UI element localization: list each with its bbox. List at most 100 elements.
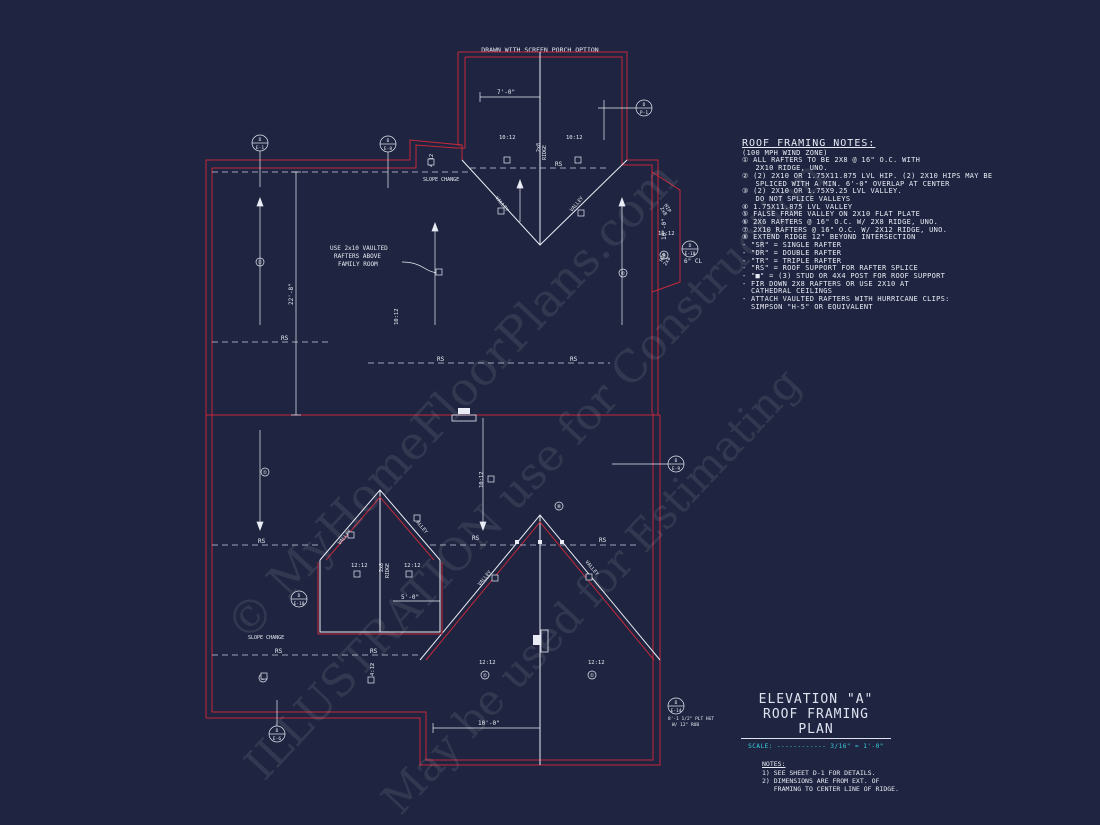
rs-labels: RS RS RS RS RS RS RS RS RS [258, 161, 607, 655]
svg-text:FAMILY ROOM: FAMILY ROOM [338, 261, 378, 268]
svg-text:10:12: 10:12 [394, 308, 400, 325]
svg-text:⑥: ⑥ [662, 253, 667, 259]
svg-text:RS: RS [275, 648, 283, 655]
roof-note-line-11: ⑧ EXTEND RIDGE 12" BEYOND INTERSECTION [742, 233, 916, 242]
svg-text:E-8: E-8 [384, 146, 392, 152]
svg-text:E-10: E-10 [294, 601, 305, 607]
roof-notes-title: ROOF FRAMING NOTES: [742, 138, 876, 149]
svg-text:①: ① [483, 673, 488, 679]
plan-title: ROOF FRAMING PLAN [741, 707, 891, 739]
rafter-arrows [256, 100, 626, 531]
roof-note-line-14: - "TR" = TRIPLE RAFTER [742, 256, 842, 265]
roof-note-line-19: - ATTACH VAULTED RAFTERS WITH HURRICANE … [742, 295, 950, 304]
general-note-line-1: 2) DIMENSIONS ARE FROM EXT. OF [762, 777, 880, 785]
roof-note-line-18: CATHEDRAL CEILINGS [742, 287, 833, 296]
roof-notes-list: (100 MPH WIND ZONE)① ALL RAFTERS TO BE 2… [742, 148, 1092, 312]
svg-text:HIP: HIP [659, 252, 669, 263]
support-blocks [451, 408, 564, 653]
roof-note-line-15: - "RS" = ROOF SUPPORT FOR RAFTER SPLICE [742, 264, 919, 273]
drawn-with-option-label: DRAWN WITH SCREEN PORCH OPTION [481, 46, 598, 54]
svg-text:6" CL: 6" CL [684, 258, 702, 265]
svg-text:RIDGE: RIDGE [385, 563, 391, 578]
svg-text:①: ① [258, 260, 263, 266]
vaulted-note: USE 2x10 VAULTED RAFTERS ABOVE FAMILY RO… [330, 245, 388, 268]
roof-note-line-17: - FIR DOWN 2x8 RAFTERS OR USE 2x10 AT [742, 279, 910, 288]
svg-text:SLOPE CHANGE: SLOPE CHANGE [423, 177, 459, 183]
roof-note-line-8: ⑤ FALSE FRAME VALLEY ON 2x10 FLAT PLATE [742, 210, 921, 219]
roof-note-line-2: 2x10 RIDGE, UNO. [742, 164, 828, 173]
svg-text:2x8: 2x8 [663, 256, 673, 267]
svg-text:⑧: ⑧ [557, 504, 562, 510]
svg-text:RS: RS [281, 335, 289, 342]
gable-walls [317, 496, 655, 661]
svg-text:4:12: 4:12 [370, 663, 376, 676]
roof-note-line-12: - "SR" = SINGLE RAFTER [742, 241, 842, 250]
svg-text:2x8: 2x8 [379, 563, 385, 572]
roof-note-line-13: - "DR" = DOUBLE RAFTER [742, 248, 842, 257]
svg-text:D: D [298, 593, 301, 599]
svg-text:D: D [259, 137, 262, 143]
svg-text:RS: RS [472, 535, 480, 542]
svg-text:10:12: 10:12 [658, 231, 675, 237]
svg-text:RIDGE: RIDGE [542, 145, 548, 160]
svg-text:D: D [643, 102, 646, 108]
svg-text:W/ 12" RUB: W/ 12" RUB [672, 722, 699, 728]
svg-text:22'-8": 22'-8" [288, 283, 295, 305]
general-notes: NOTES: 1) SEE SHEET D-1 FOR DETAILS.2) D… [762, 760, 962, 793]
svg-text:SLOPE CHANGE: SLOPE CHANGE [248, 635, 284, 641]
section-markers [251, 99, 699, 743]
svg-text:①: ① [621, 271, 626, 277]
svg-text:HIP: HIP [662, 203, 672, 214]
note-symbols: ① ① ① ① ① ① ⑥ ⑧ [255, 250, 669, 683]
svg-text:USE 2x10 VAULTED: USE 2x10 VAULTED [330, 245, 388, 252]
svg-text:10'-0": 10'-0" [478, 720, 500, 727]
svg-text:10:12: 10:12 [479, 471, 485, 488]
dimension-labels: 7'-0" 22'-8" 5'-0" 10'-0" 10'-0" 6" CL 8… [288, 89, 714, 728]
general-note-line-2: FRAMING TO CENTER LINE OF RIDGE. [762, 785, 899, 793]
roof-framing-notes: ROOF FRAMING NOTES: (100 MPH WIND ZONE)①… [742, 138, 1092, 312]
svg-text:E-1: E-1 [256, 145, 264, 151]
ridge-lines [319, 52, 681, 765]
pitch-labels: 10:12 10:12 10:12 10:12 12:12 12:12 12:1… [351, 135, 675, 676]
roof-note-line-9: ⑥ 2x6 RAFTERS @ 16" O.C. W/ 2x8 RIDGE, U… [742, 218, 939, 227]
svg-text:2x8: 2x8 [658, 206, 668, 217]
svg-text:D: D [675, 458, 678, 464]
roof-note-line-10: ⑦ 2x10 RAFTERS @ 16" O.C. W/ 2x12 RIDGE,… [742, 225, 948, 234]
svg-text:E-10: E-10 [685, 251, 696, 257]
svg-text:RS: RS [258, 538, 266, 545]
section-marker-labels: DP-1 DE-1 DE-8 DE-10 DE-9 DE-10 DE-14 DE… [256, 102, 696, 742]
roof-note-line-0: (100 MPH WIND ZONE) [742, 148, 828, 157]
svg-text:RS: RS [555, 161, 563, 168]
svg-text:D: D [276, 728, 279, 734]
svg-text:D: D [387, 138, 390, 144]
roof-note-line-20: SIMPSON "H-5" OR EQUIVALENT [742, 302, 873, 311]
svg-text:12:12: 12:12 [588, 660, 605, 666]
roof-note-line-6: DO NOT SPLICE VALLEYS [742, 194, 851, 203]
valley-labels: VALLEY VALLEY VALLEY VALLEY VALLEY VALLE… [248, 143, 672, 641]
svg-text:E-9: E-9 [672, 466, 680, 472]
svg-text:2x8: 2x8 [536, 143, 542, 152]
dimension-lines [291, 92, 540, 733]
svg-text:10:12: 10:12 [499, 135, 516, 141]
roof-note-line-16: - "■" = (3) STUD OR 4x4 POST FOR ROOF SU… [742, 271, 946, 280]
elevation-title: ELEVATION "A" [758, 692, 874, 707]
svg-text:10:12: 10:12 [566, 135, 583, 141]
roof-note-line-5: ③ (2) 2x10 OR 1.75x9.25 LVL VALLEY. [742, 187, 903, 196]
svg-text:7'-0": 7'-0" [497, 89, 515, 96]
svg-text:RS: RS [599, 537, 607, 544]
svg-text:D: D [689, 243, 692, 249]
svg-text:12:12: 12:12 [404, 563, 421, 569]
svg-text:E-6: E-6 [273, 736, 281, 742]
roof-note-line-4: SPLICED WITH A MIN. 6'-0" OVERLAP AT CEN… [742, 179, 950, 188]
svg-text:VALLEY: VALLEY [477, 570, 493, 588]
general-note-line-0: 1) SEE SHEET D-1 FOR DETAILS. [762, 769, 876, 777]
svg-text:RS: RS [370, 648, 378, 655]
svg-text:12:12: 12:12 [351, 563, 368, 569]
svg-text:①: ① [263, 470, 268, 476]
title-block: ELEVATION "A" ROOF FRAMING PLAN SCALE: -… [741, 692, 891, 750]
svg-text:P-1: P-1 [640, 110, 648, 116]
svg-text:RS: RS [437, 356, 445, 363]
svg-text:RAFTERS ABOVE: RAFTERS ABOVE [334, 253, 381, 260]
rs-lines [212, 167, 640, 656]
